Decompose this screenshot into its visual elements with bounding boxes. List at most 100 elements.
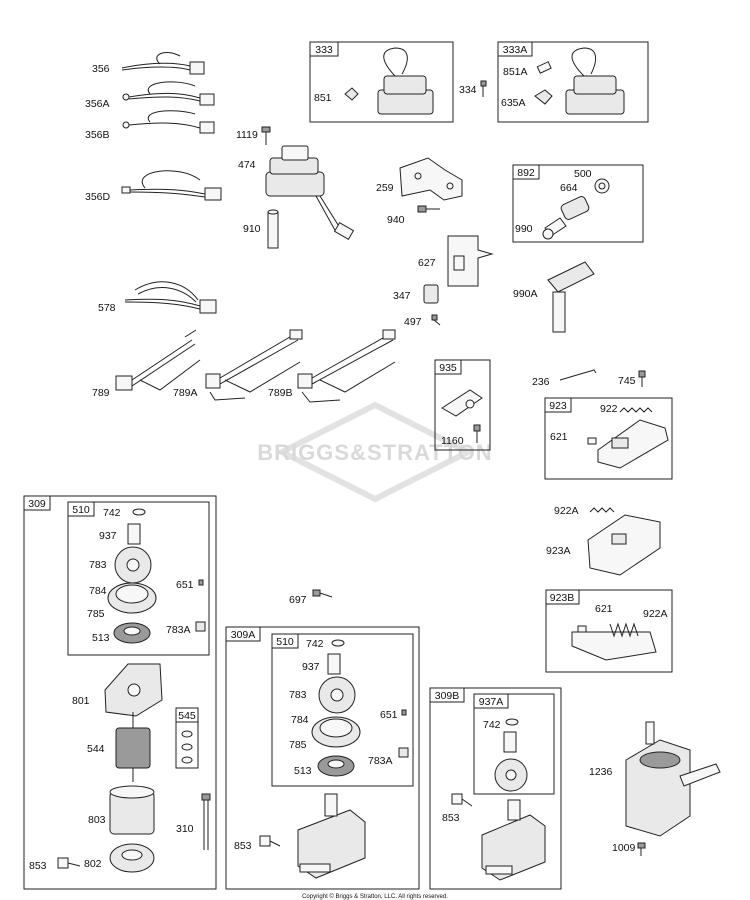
end-cap-801: [104, 663, 163, 717]
callout-627: 627: [418, 257, 436, 269]
starter-motor-309A: [297, 793, 366, 879]
armature-544: [115, 712, 151, 782]
wire-harness-789A: [205, 329, 303, 401]
group-333A: 333A: [497, 41, 649, 123]
callout-310: 310: [176, 823, 194, 835]
screw-940: [417, 205, 440, 213]
callout-697: 697: [289, 594, 307, 606]
connector-853-c: [451, 793, 473, 807]
callout-513-a: 513: [92, 632, 110, 644]
callout-940: 940: [387, 214, 405, 226]
plate-627: [447, 235, 494, 287]
callout-910: 910: [243, 223, 261, 235]
wire-harness-578: [124, 281, 217, 314]
screw-334: [480, 80, 487, 97]
starter-motor-309B: [481, 799, 546, 881]
callout-922: 922: [600, 403, 618, 415]
callout-853-b: 853: [234, 840, 252, 852]
callout-784-a: 784: [89, 585, 107, 597]
wire-harness-789: [115, 329, 201, 391]
callout-356: 356: [92, 63, 110, 75]
callout-789: 789: [92, 387, 110, 399]
callout-802: 802: [84, 858, 102, 870]
callout-937-a: 937: [99, 530, 117, 542]
screw-497: [431, 314, 441, 326]
wire-harness-356: [121, 52, 205, 75]
connector-853-a: [57, 857, 81, 869]
screw-1119: [261, 126, 271, 145]
group-title-545: 545: [178, 710, 196, 722]
group-title-333: 333: [315, 44, 333, 56]
group-923B: 923B: [545, 589, 673, 673]
callout-990A: 990A: [513, 288, 538, 300]
callout-922A: 922A: [554, 505, 579, 517]
group-title-510-b: 510: [276, 636, 294, 648]
callout-783-a: 783: [89, 559, 107, 571]
callout-922A-b: 922A: [643, 608, 668, 620]
callout-783A-b: 783A: [368, 755, 393, 767]
watermark-logo: BRIGGS&STRATTON: [257, 401, 492, 503]
group-923: 923: [544, 397, 673, 480]
callout-851A: 851A: [503, 66, 528, 78]
callout-259: 259: [376, 182, 394, 194]
callout-356A: 356A: [85, 98, 110, 110]
housing-803: [109, 785, 155, 835]
callout-356D: 356D: [85, 191, 111, 203]
callout-789A: 789A: [173, 387, 198, 399]
callout-853-c: 853: [442, 812, 460, 824]
bracket-259: [399, 157, 463, 201]
callout-923A: 923A: [546, 545, 571, 557]
wire-harness-789B: [297, 329, 396, 403]
group-title-309A: 309A: [231, 629, 256, 641]
group-title-923: 923: [549, 400, 567, 412]
group-892: 892: [512, 164, 644, 243]
group-545: 545: [175, 707, 199, 769]
screw-1009: [637, 842, 646, 856]
callout-500: 500: [574, 168, 592, 180]
wire-harness-356D: [121, 170, 222, 201]
group-510-b: 510: [271, 633, 414, 787]
link-236: [559, 369, 597, 381]
callout-497: 497: [404, 316, 422, 328]
ignition-armature-474: [265, 145, 355, 241]
bolt-310: [201, 793, 211, 850]
watermark-text: BRIGGS&STRATTON: [257, 440, 492, 465]
group-309B: 309B: [429, 687, 562, 890]
callout-236: 236: [532, 376, 550, 388]
choke-knob-990A: [547, 261, 595, 333]
callout-labels: 356 356A 356B 356D 578 789 789A 789B 111…: [29, 63, 668, 872]
callout-651-a: 651: [176, 579, 194, 591]
callout-651-b: 651: [380, 709, 398, 721]
callout-1009: 1009: [612, 842, 636, 854]
callout-784-b: 784: [291, 714, 309, 726]
callout-578: 578: [98, 302, 116, 314]
callout-1160: 1160: [441, 435, 464, 447]
callout-356B: 356B: [85, 129, 110, 141]
screw-697: [312, 589, 333, 598]
group-title-333A: 333A: [503, 44, 528, 56]
callout-513-b: 513: [294, 765, 312, 777]
copyright-notice: Copyright © Briggs & Stratton, LLC. All …: [302, 893, 448, 900]
callout-664: 664: [560, 182, 578, 194]
group-309: 309: [23, 495, 217, 890]
end-cap-802: [109, 843, 155, 873]
callout-783A-a: 783A: [166, 624, 191, 636]
wire-harness-356A: [122, 81, 215, 106]
callout-334: 334: [459, 84, 477, 96]
callout-635A: 635A: [501, 97, 526, 109]
spacer-910: [267, 209, 279, 249]
callout-853-a: 853: [29, 860, 47, 872]
starter-1236: [625, 721, 721, 837]
group-510-a: 510: [67, 501, 210, 656]
screw-745: [638, 370, 646, 387]
group-333: 333: [309, 41, 454, 123]
callout-789B: 789B: [268, 387, 293, 399]
callout-851: 851: [314, 92, 332, 104]
callout-783-b: 783: [289, 689, 307, 701]
callout-1236: 1236: [589, 766, 613, 778]
callout-474: 474: [238, 159, 256, 171]
switch-347: [423, 284, 439, 304]
callout-785-b: 785: [289, 739, 307, 751]
callout-544: 544: [87, 743, 105, 755]
